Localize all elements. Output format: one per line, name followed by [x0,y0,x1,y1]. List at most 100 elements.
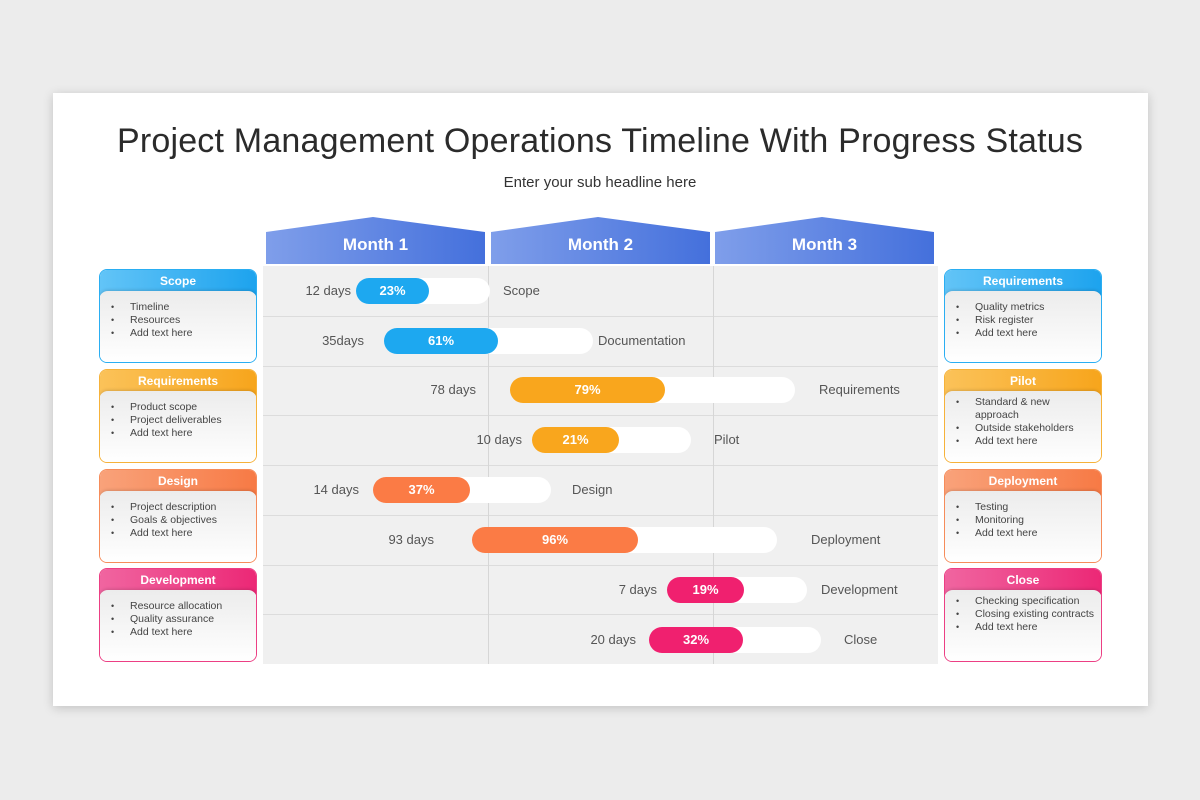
row-divider [263,515,938,516]
month-header-3: Month 3 [715,217,934,264]
month-divider [488,266,489,664]
card-requirements: Requirements Product scope Project deliv… [99,369,257,463]
card-list-item: Risk register [956,314,1096,327]
progress-fill: 79% [510,377,665,403]
card-body: Resource allocation Quality assurance Ad… [100,590,256,661]
task-duration: 20 days [590,632,636,647]
row-divider [263,366,938,367]
month-divider [713,266,714,664]
row-divider [263,614,938,615]
card-list: Timeline Resources Add text here [111,301,251,340]
card-body: Quality metrics Risk register Add text h… [945,291,1101,362]
month-header-shape [715,217,934,264]
card-list-item: Project deliverables [111,414,251,427]
card-body: Testing Monitoring Add text here [945,491,1101,562]
card-body: Standard & new approach Outside stakehol… [945,391,1101,462]
card-list-item: Project description [111,501,251,514]
page-title: Project Management Operations Timeline W… [116,122,1084,160]
month-label: Month 2 [567,235,634,254]
card-list-item: Timeline [111,301,251,314]
row-divider [263,565,938,566]
card-scope: Scope Timeline Resources Add text here [99,269,257,363]
card-list: Product scope Project deliverables Add t… [111,401,251,440]
card-body: Timeline Resources Add text here [100,291,256,362]
card-requirements-right: Requirements Quality metrics Risk regist… [944,269,1102,363]
progress-track: 79% [510,377,795,403]
progress-track: 19% [667,577,807,603]
task-phase: Pilot [714,432,740,447]
card-list-item: Add text here [956,527,1096,540]
task-phase: Development [821,582,898,597]
row-divider [263,465,938,466]
progress-track: 61% [384,328,593,354]
card-list-item: Quality metrics [956,301,1096,314]
progress-track: 37% [373,477,551,503]
progress-track: 21% [532,427,691,453]
card-list: Project description Goals & objectives A… [111,501,251,540]
progress-fill: 23% [356,278,429,304]
month-label: Month 1 [342,235,409,254]
card-list-item: Quality assurance [111,613,251,626]
task-duration: 12 days [305,283,351,298]
progress-track: 23% [356,278,490,304]
progress-track: 96% [472,527,777,553]
progress-fill: 21% [532,427,619,453]
task-duration: 35days [322,333,364,348]
card-list-item: Goals & objectives [111,514,251,527]
task-phase: Deployment [811,532,881,547]
task-phase: Scope [503,283,540,298]
card-close: Close Checking specification Closing exi… [944,568,1102,662]
card-list: Standard & new approach Outside stakehol… [956,396,1096,448]
progress-fill: 61% [384,328,498,354]
card-body: Product scope Project deliverables Add t… [100,391,256,462]
card-list-item: Add text here [111,626,251,639]
progress-fill: 37% [373,477,470,503]
card-body: Checking specification Closing existing … [945,590,1101,661]
progress-fill: 32% [649,627,743,653]
month-header-1: Month 1 [266,217,485,264]
card-list: Checking specification Closing existing … [956,595,1096,634]
card-list-item: Testing [956,501,1096,514]
card-list-item: Standard & new approach [956,396,1096,422]
card-list-item: Outside stakeholders [956,422,1096,435]
task-duration: 10 days [476,432,522,447]
page-subtitle: Enter your sub headline here [503,174,697,191]
card-pilot: Pilot Standard & new approach Outside st… [944,369,1102,463]
progress-fill: 19% [667,577,744,603]
progress-fill: 96% [472,527,638,553]
card-list-item: Add text here [111,427,251,440]
card-list: Resource allocation Quality assurance Ad… [111,600,251,639]
row-divider [263,316,938,317]
card-development: Development Resource allocation Quality … [99,568,257,662]
card-list-item: Resources [111,314,251,327]
card-body: Project description Goals & objectives A… [100,491,256,562]
task-phase: Requirements [819,382,900,397]
task-phase: Design [572,482,613,497]
task-duration: 7 days [618,582,657,597]
month-header-2: Month 2 [491,217,710,264]
card-list: Testing Monitoring Add text here [956,501,1096,540]
card-list-item: Add text here [956,435,1096,448]
card-design: Design Project description Goals & objec… [99,469,257,563]
month-header-shape [266,217,485,264]
month-header-shape [491,217,710,264]
card-list-item: Closing existing contracts [956,608,1096,621]
task-duration: 93 days [388,532,434,547]
task-phase: Documentation [598,333,686,348]
task-duration: 78 days [430,382,476,397]
card-list-item: Product scope [111,401,251,414]
card-list-item: Add text here [956,621,1096,634]
card-list-item: Monitoring [956,514,1096,527]
task-duration: 14 days [313,482,359,497]
row-divider [263,415,938,416]
card-list: Quality metrics Risk register Add text h… [956,301,1096,340]
timeline-grid [263,266,938,664]
card-list-item: Checking specification [956,595,1096,608]
card-list-item: Add text here [111,327,251,340]
card-deployment: Deployment Testing Monitoring Add text h… [944,469,1102,563]
month-label: Month 3 [791,235,858,254]
card-list-item: Resource allocation [111,600,251,613]
card-list-item: Add text here [111,527,251,540]
card-list-item: Add text here [956,327,1096,340]
task-phase: Close [844,632,878,647]
